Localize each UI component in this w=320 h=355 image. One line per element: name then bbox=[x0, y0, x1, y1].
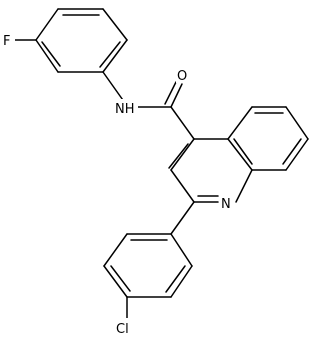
amide-nh-label: NH bbox=[115, 102, 135, 117]
bond bbox=[170, 201, 195, 235]
bond-double-inner bbox=[233, 138, 253, 165]
bond-double-inner bbox=[165, 265, 186, 293]
bond bbox=[235, 169, 253, 203]
bond bbox=[35, 39, 59, 73]
bond bbox=[103, 265, 128, 298]
bonds bbox=[14, 8, 309, 319]
label-background bbox=[115, 318, 139, 336]
bond bbox=[170, 138, 195, 171]
bond bbox=[285, 106, 309, 140]
chlorine-atom-label: Cl bbox=[116, 322, 129, 337]
atom-labels: F NH O N Cl bbox=[2, 31, 235, 337]
bond-double-inner bbox=[99, 41, 121, 68]
bond-double-inner bbox=[41, 41, 61, 67]
bond bbox=[102, 71, 126, 104]
fluorine-atom-label: F bbox=[3, 34, 10, 49]
label-background bbox=[219, 194, 235, 211]
bond bbox=[102, 39, 128, 73]
bond bbox=[170, 106, 195, 140]
bond-double-inner bbox=[282, 138, 302, 165]
bond-double-inner bbox=[168, 143, 189, 169]
bond bbox=[170, 83, 183, 108]
bond bbox=[227, 106, 253, 140]
bond bbox=[285, 138, 309, 171]
label-background bbox=[176, 66, 190, 83]
carbonyl-oxygen-label: O bbox=[177, 69, 187, 84]
bond bbox=[170, 265, 193, 298]
bond bbox=[102, 8, 128, 41]
quinoline-nitrogen-label: N bbox=[221, 197, 231, 212]
bond bbox=[35, 8, 59, 41]
label-background bbox=[2, 31, 15, 48]
bond bbox=[103, 233, 128, 267]
bond bbox=[227, 138, 253, 171]
bond-double-inner bbox=[110, 265, 131, 292]
bond bbox=[170, 169, 195, 203]
bond-double-inner bbox=[164, 81, 177, 105]
label-background bbox=[114, 99, 138, 116]
bond bbox=[170, 233, 193, 267]
